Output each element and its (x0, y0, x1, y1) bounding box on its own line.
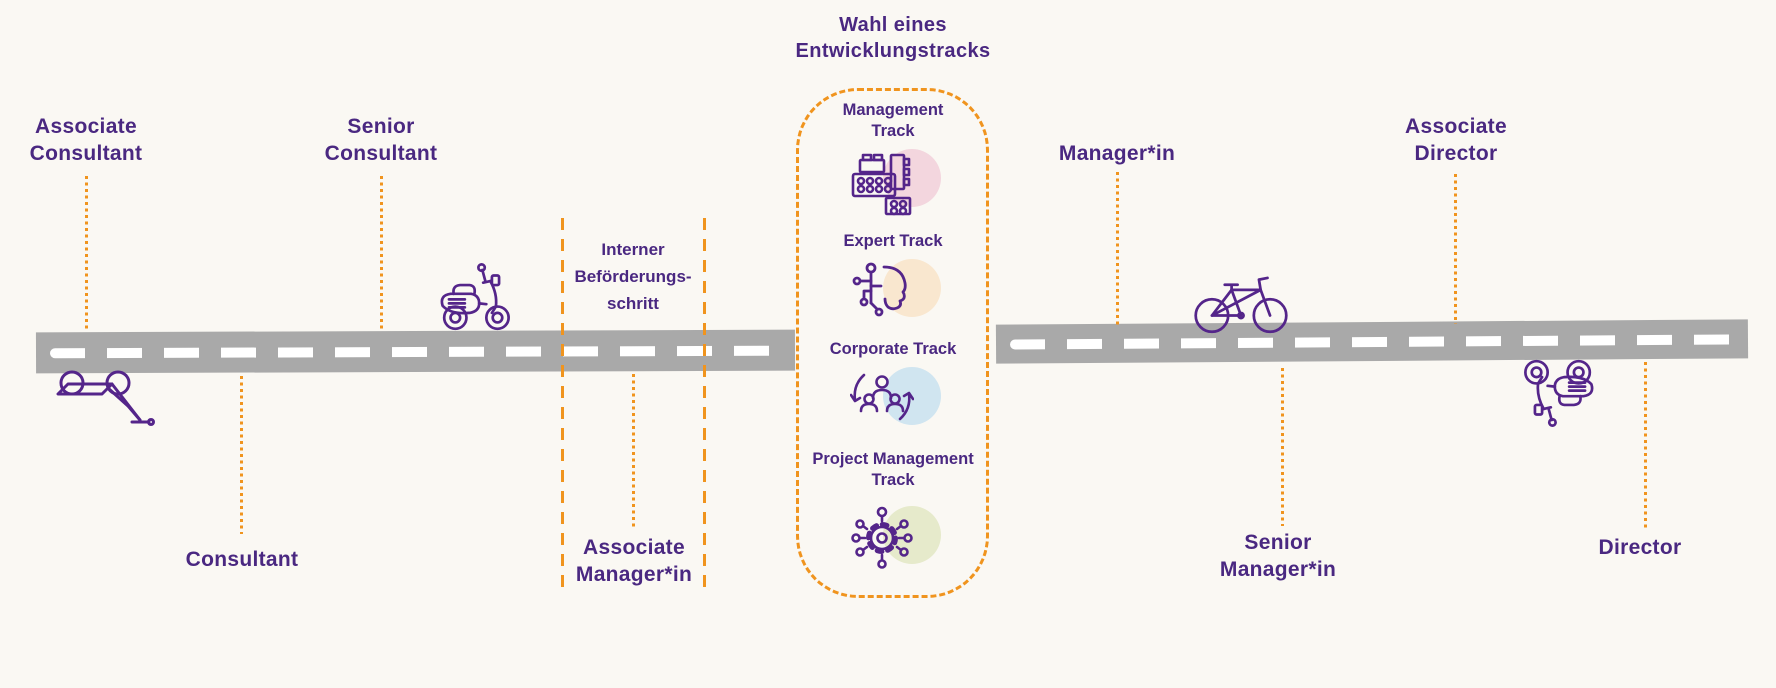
note-line-3: schritt (607, 294, 659, 313)
note-line-1: Interner (601, 240, 665, 259)
track-line: Expert Track (843, 232, 943, 250)
connector-senior-manager (1281, 368, 1284, 526)
role-line: Associate (583, 536, 685, 559)
connector-consultant (240, 376, 243, 534)
role-label-director: Director (1599, 534, 1682, 561)
track-line: Track (871, 122, 915, 140)
role-label-manager: Manager*in (1059, 140, 1175, 167)
moped-flipped-icon (1518, 358, 1598, 428)
bicycle-icon (1194, 268, 1288, 334)
title-line-1: Wahl eines (839, 14, 947, 36)
note-line-2: Beförderungs- (574, 267, 692, 286)
connector-director (1644, 362, 1647, 530)
development-track-panel (796, 88, 989, 598)
promotion-step-line-left (561, 218, 564, 592)
role-line: Senior (347, 115, 415, 138)
promotion-step-line-right (703, 218, 706, 592)
track-label-corporate: Corporate Track (830, 339, 957, 360)
role-line: Consultant (324, 142, 438, 165)
role-line: Consultant (29, 142, 143, 165)
role-line: Associate (1405, 115, 1507, 138)
development-track-title: Wahl eines Entwicklungstracks (795, 12, 990, 64)
team-rotation-icon (845, 363, 941, 437)
role-line: Senior (1244, 531, 1312, 554)
connector-associate-director (1454, 174, 1457, 324)
connector-associate-consultant (85, 176, 88, 332)
road-center-line (49, 345, 782, 358)
kick-scooter-icon (56, 368, 156, 432)
road-center-line (1009, 333, 1735, 350)
gear-network-icon (845, 500, 941, 574)
building-blocks-icon (845, 147, 941, 221)
role-line: Director (1598, 536, 1682, 559)
track-line: Management (842, 101, 944, 119)
role-line: Associate (35, 115, 137, 138)
road-right-segment (995, 319, 1749, 364)
role-label-associate-manager: Associate Manager*in (576, 534, 692, 588)
connector-senior-consultant (380, 176, 383, 332)
role-line: Consultant (185, 548, 299, 571)
role-line: Manager*in (1058, 142, 1176, 165)
track-line: Project Management (812, 450, 974, 468)
role-label-senior-consultant: Senior Consultant (325, 113, 438, 167)
role-label-associate-director: Associate Director (1405, 113, 1507, 167)
expert-profile-network-icon (845, 255, 941, 329)
track-line: Corporate Track (829, 340, 957, 358)
promotion-step-note: Interner Beförderungs- schritt (574, 236, 691, 317)
role-label-senior-manager: Senior Manager*in (1220, 529, 1336, 583)
role-line: Manager*in (1219, 558, 1337, 581)
role-label-associate-consultant: Associate Consultant (30, 113, 143, 167)
track-label-expert: Expert Track (843, 231, 942, 252)
track-label-management: Management Track (843, 100, 944, 142)
road-left-segment (35, 329, 796, 374)
track-line: Track (871, 471, 915, 489)
role-label-consultant: Consultant (186, 546, 299, 573)
role-line: Manager*in (575, 563, 693, 586)
connector-associate-manager (632, 374, 635, 530)
moped-icon (436, 262, 516, 332)
track-label-project-management: Project Management Track (812, 449, 973, 491)
title-line-2: Entwicklungstracks (795, 40, 991, 62)
connector-manager (1116, 172, 1119, 326)
role-line: Director (1414, 142, 1498, 165)
